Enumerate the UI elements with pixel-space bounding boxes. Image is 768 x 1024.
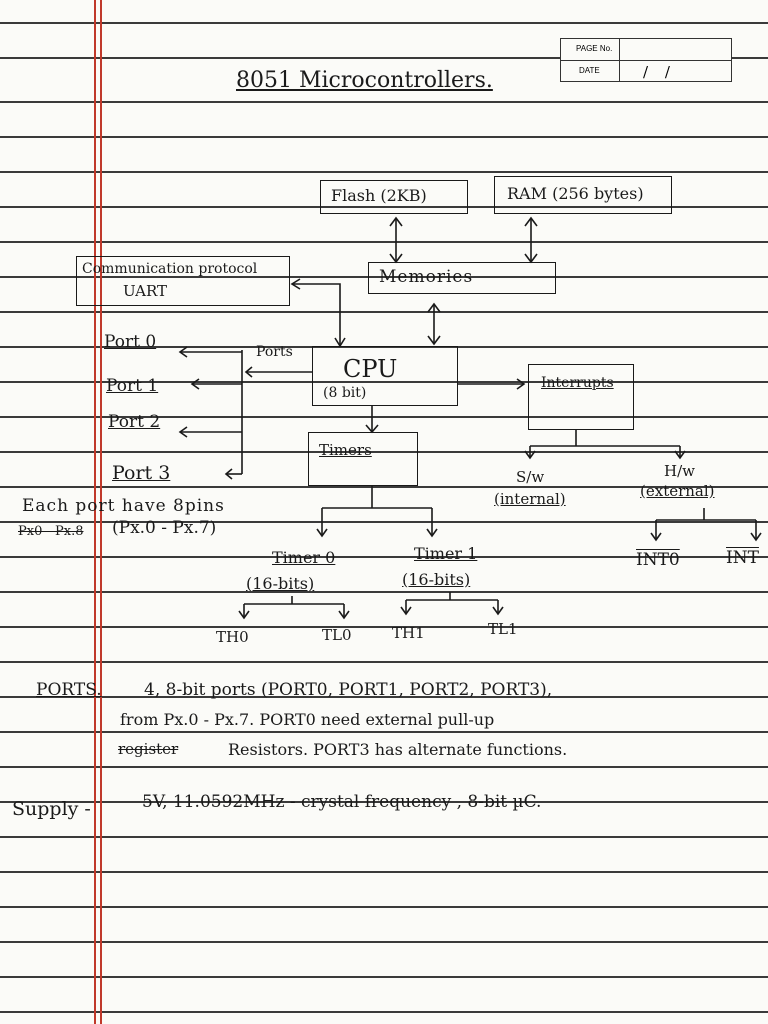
- date-label: DATE: [579, 66, 600, 75]
- timer1-label: Timer 1: [414, 544, 478, 563]
- ports-line-3: Resistors. PORT3 has alternate functions…: [228, 740, 568, 759]
- tl0-label: TL0: [322, 626, 352, 644]
- th0-label: TH0: [216, 628, 249, 646]
- ports-line-2: from Px.0 - Px.7. PORT0 need external pu…: [120, 710, 495, 729]
- hw-sub-label: (external): [640, 482, 715, 500]
- interrupts-label: Interrupts: [541, 375, 614, 391]
- page-date-box: PAGE No. DATE / /: [560, 38, 732, 82]
- timer1-sub-label: (16-bits): [402, 570, 471, 589]
- uart-label: UART: [123, 282, 168, 300]
- flash-label: Flash (2KB): [331, 186, 427, 205]
- page-no-label: PAGE No.: [576, 44, 613, 53]
- hw-label: H/w: [664, 462, 695, 480]
- th1-label: TH1: [392, 624, 425, 642]
- ram-box: RAM (256 bytes): [494, 176, 672, 214]
- port-pins-range: (Px.0 - Px.7): [112, 518, 217, 538]
- port-3-label: Port 3: [112, 462, 171, 484]
- int1-label: INT: [726, 548, 759, 568]
- cpu-label: CPU: [343, 355, 398, 383]
- port-pins-note: Each port have 8pins: [22, 496, 225, 516]
- timers-box: Timers: [308, 432, 418, 486]
- cpu-box: CPU (8 bit): [312, 346, 458, 406]
- port-pins-struck: Px0 - Px.8: [18, 524, 84, 539]
- port-0-label: Port 0: [104, 332, 157, 352]
- ports-connector-label: Ports: [256, 344, 293, 360]
- comm-protocol-box: Communication protocol UART: [76, 256, 290, 306]
- interrupts-box: Interrupts: [528, 364, 634, 430]
- timer0-label: Timer 0: [272, 548, 336, 567]
- margin-line-left: [94, 0, 96, 1024]
- timers-label: Timers: [319, 441, 372, 459]
- ports-line-1: 4, 8-bit ports (PORT0, PORT1, PORT2, POR…: [144, 680, 553, 700]
- sw-sub-label: (internal): [494, 490, 566, 508]
- port-1-label: Port 1: [106, 376, 159, 396]
- margin-line-right: [100, 0, 102, 1024]
- flash-box: Flash (2KB): [320, 180, 468, 214]
- ports-section-label: PORTS.: [36, 680, 102, 700]
- int0-label: INT0: [636, 550, 680, 570]
- ports-line-3-struck: register: [118, 740, 179, 758]
- page-title: 8051 Microcontrollers.: [236, 68, 493, 93]
- tl1-label: TL1: [488, 620, 518, 638]
- date-value: / /: [643, 63, 676, 81]
- timer0-sub-label: (16-bits): [246, 574, 315, 593]
- port-2-label: Port 2: [108, 412, 161, 432]
- comm-protocol-label: Communication protocol: [82, 261, 258, 277]
- supply-label: Supply -: [12, 798, 91, 820]
- sw-label: S/w: [516, 468, 545, 486]
- supply-text: 5V, 11.0592MHz - crystal frequency , 8-b…: [142, 792, 542, 812]
- memories-label: Memories: [379, 267, 474, 287]
- ram-label: RAM (256 bytes): [507, 184, 644, 203]
- memories-box: Memories: [368, 262, 556, 294]
- cpu-sub-label: (8 bit): [323, 385, 367, 401]
